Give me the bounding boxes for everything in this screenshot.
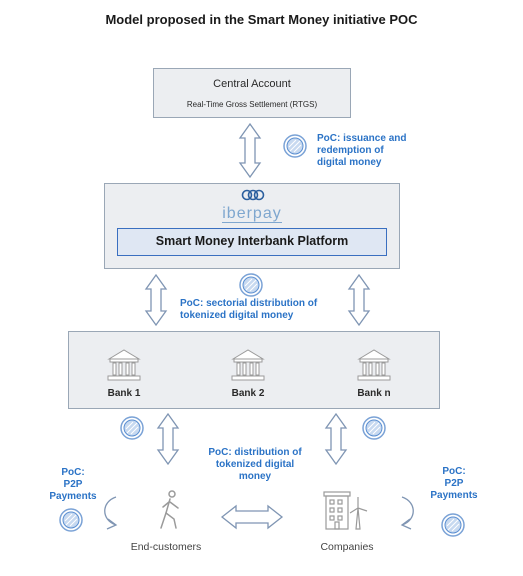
rtgs-label: Real-Time Gross Settlement (RTGS) <box>186 100 318 109</box>
bank-label-2: Bank 2 <box>231 388 265 399</box>
end-customers-label: End-customers <box>130 541 202 553</box>
arrow-iberpay-banks-right <box>347 273 371 327</box>
smart-money-platform: Smart Money Interbank Platform <box>117 228 387 256</box>
diagram-title: Model proposed in the Smart Money initia… <box>105 12 418 27</box>
poc-p2p-left-label: PoC: P2P Payments <box>49 467 97 502</box>
arrow-central-iberpay <box>238 122 262 179</box>
poc-issuance-label: PoC: issuance and redemption of digital … <box>317 133 407 168</box>
coin-icon-sectorial <box>239 273 263 297</box>
arrow-banks-customers <box>156 412 180 466</box>
iberpay-logo-text: iberpay <box>222 205 282 223</box>
buildings-icon <box>323 491 368 530</box>
person-icon <box>160 490 179 529</box>
poc-sectorial-label: PoC: sectorial distribution of tokenized… <box>180 298 318 321</box>
bank-icon-n <box>357 349 391 381</box>
poc-p2p-right-label: PoC: P2P Payments <box>430 466 478 501</box>
coin-icon-issuance <box>283 134 307 158</box>
poc-distribution-label: PoC: distribution of tokenized digital m… <box>208 447 302 482</box>
arrow-iberpay-banks-left <box>144 273 168 327</box>
central-account-box: Central Account Real-Time Gross Settleme… <box>153 68 351 118</box>
iberpay-logo-icon <box>241 189 265 201</box>
curved-arrow-icon-right <box>400 496 414 530</box>
coin-icon-bank1 <box>120 416 144 440</box>
central-account-label: Central Account <box>213 78 291 90</box>
coin-icon-bankn <box>362 416 386 440</box>
arrow-customers-companies <box>220 504 284 530</box>
bank-label-1: Bank 1 <box>107 388 141 399</box>
bank-label-n: Bank n <box>357 388 391 399</box>
iberpay-box: iberpay Smart Money Interbank Platform <box>104 183 400 269</box>
arrow-banks-companies <box>324 412 348 466</box>
bank-icon-2 <box>231 349 265 381</box>
coin-icon-p2p-right <box>441 513 465 537</box>
companies-label: Companies <box>320 541 374 553</box>
bank-icon-1 <box>107 349 141 381</box>
curved-arrow-icon-left <box>104 496 118 530</box>
coin-icon-p2p-left <box>59 508 83 532</box>
